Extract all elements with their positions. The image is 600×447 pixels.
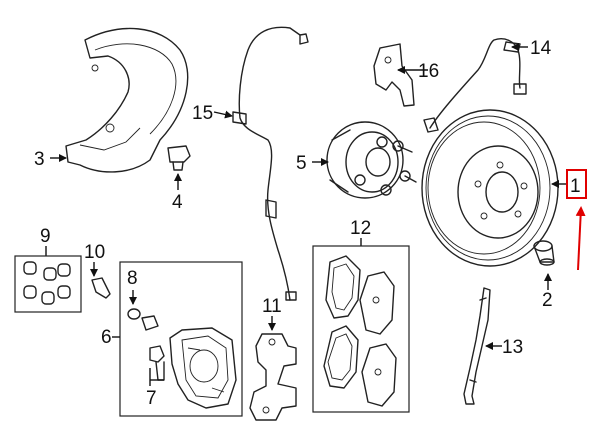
brake-rotor — [421, 109, 559, 267]
brake-pads — [323, 255, 397, 407]
hose-bracket — [373, 43, 415, 107]
shield-bolt — [167, 145, 191, 171]
caliper-bracket — [249, 333, 297, 421]
caliper-bolts — [149, 345, 165, 381]
guide-pin — [91, 277, 111, 299]
boot-kit — [23, 261, 71, 305]
callout-7: 7 — [146, 388, 157, 409]
anti-rattle-clip — [463, 287, 491, 405]
callout-8: 8 — [127, 268, 138, 289]
bleeder-screw — [141, 315, 159, 331]
callout-4: 4 — [172, 192, 183, 213]
rotor-screw — [533, 240, 555, 266]
callout-1: 1 — [570, 176, 581, 197]
callout-1-highlight — [566, 169, 587, 199]
callout-9: 9 — [40, 226, 51, 247]
brake-hose — [423, 38, 527, 133]
callout-12: 12 — [350, 218, 371, 239]
callout-6: 6 — [101, 327, 112, 348]
boot-kit-box — [14, 255, 82, 313]
red-arrow-icon — [575, 206, 586, 271]
callout-2: 2 — [542, 290, 553, 311]
callout-13: 13 — [502, 337, 523, 358]
splash-shield — [65, 27, 189, 173]
callout-14: 14 — [530, 38, 552, 59]
callout-10: 10 — [84, 242, 105, 263]
callout-16: 16 — [418, 61, 439, 82]
callout-11: 11 — [262, 296, 282, 317]
callout-15: 15 — [192, 103, 213, 124]
callout-5: 5 — [296, 153, 307, 174]
callout-3: 3 — [34, 149, 45, 170]
brake-pads-box — [312, 245, 410, 413]
brake-caliper — [169, 327, 237, 409]
wheel-hub — [326, 121, 417, 199]
bleeder-cap — [127, 308, 141, 320]
abs-sensor-wire — [232, 26, 309, 301]
caliper-box — [119, 261, 243, 417]
